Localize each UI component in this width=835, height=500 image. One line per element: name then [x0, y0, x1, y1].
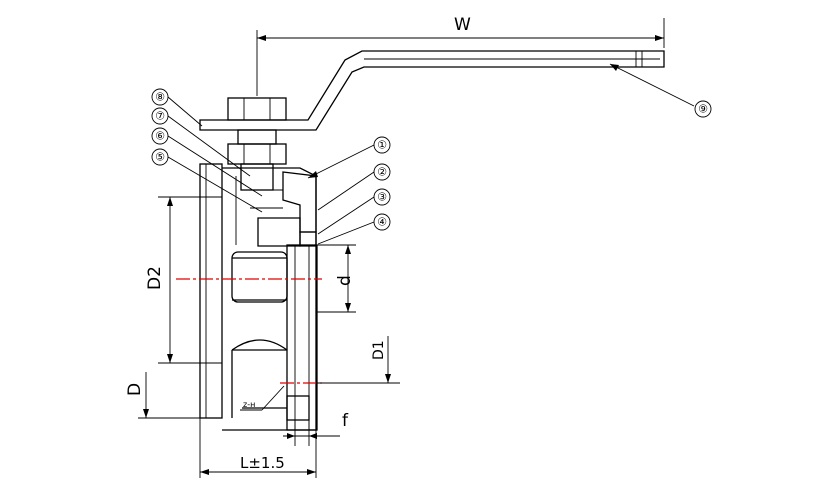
svg-text:②: ② — [377, 166, 387, 179]
dim-label-W: W — [454, 15, 471, 35]
callout-5: ⑤ — [151, 148, 263, 213]
svg-text:⑥: ⑥ — [155, 130, 165, 143]
dim-label-d: d — [335, 275, 355, 286]
callout-3: ③ — [317, 188, 391, 235]
dimension-D2 — [158, 196, 222, 364]
callout-7: ⑦ — [151, 107, 251, 177]
callout-6: ⑥ — [151, 127, 263, 197]
svg-text:⑤: ⑤ — [155, 151, 165, 164]
dim-label-f: f — [342, 411, 349, 431]
dim-label-D: D — [125, 383, 145, 396]
dimension-f — [283, 420, 340, 446]
dimension-d — [316, 244, 356, 313]
callout-9: ⑨ — [609, 63, 712, 118]
zn-callout — [240, 385, 285, 411]
svg-text:⑧: ⑧ — [155, 91, 165, 104]
svg-text:④: ④ — [377, 216, 387, 229]
svg-text:①: ① — [377, 139, 387, 152]
dimension-D — [138, 372, 200, 419]
callout-4: ④ — [317, 213, 391, 245]
dim-label-D2: D2 — [145, 266, 165, 290]
stem-nut-assembly — [227, 30, 287, 191]
svg-text:③: ③ — [377, 191, 387, 204]
handle-lever — [199, 50, 665, 131]
dimension-W — [257, 18, 665, 48]
dim-label-L: L±1.5 — [240, 454, 285, 472]
svg-text:⑨: ⑨ — [698, 103, 708, 116]
dimension-L — [199, 418, 317, 478]
callout-1: ① — [307, 136, 391, 179]
callout-8: ⑧ — [151, 88, 203, 127]
svg-text:⑦: ⑦ — [155, 110, 165, 123]
zn-label: z-н — [243, 400, 255, 409]
valve-body — [199, 163, 318, 431]
dimension-D1 — [316, 336, 400, 384]
dim-label-D1: D1 — [371, 340, 387, 360]
callout-2: ② — [317, 163, 391, 211]
